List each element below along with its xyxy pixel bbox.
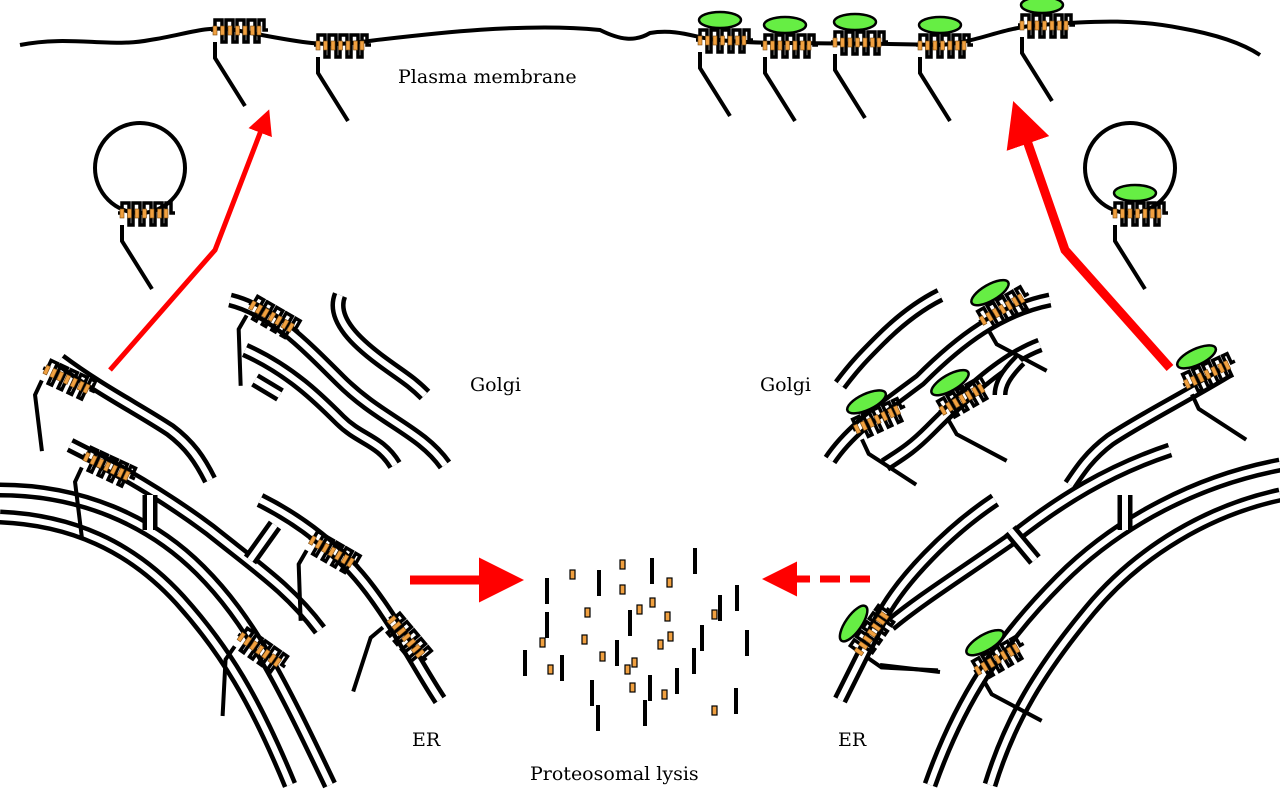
fragment-helix: [539, 637, 546, 648]
golgi-right-stacks: [823, 274, 1270, 502]
fragment-helix: [667, 631, 674, 642]
fragment-bar: [615, 640, 619, 666]
fragment-helix: [624, 664, 631, 675]
pm-receptor-with-ligand: [1016, 0, 1077, 103]
er-left: [0, 438, 447, 789]
fragment-bar: [643, 700, 647, 726]
fragment-bar: [545, 612, 549, 638]
fragment-helix: [711, 609, 718, 620]
label-er-right: ER: [838, 729, 867, 751]
fragment-helix: [581, 634, 588, 645]
fragment-helix: [547, 664, 554, 675]
fragment-helix: [649, 597, 656, 608]
fragment-helix: [569, 569, 576, 580]
fragment-helix: [631, 657, 638, 668]
label-golgi-right: Golgi: [760, 374, 811, 396]
fragment-helix: [636, 604, 643, 615]
pm-receptor-with-ligand: [694, 10, 755, 118]
vesicle-left: [93, 121, 187, 291]
fragment-helix: [584, 607, 591, 618]
fragment-bar: [545, 578, 549, 604]
proteosomal-lysis-fragments: [523, 548, 749, 731]
fragment-bar: [560, 655, 564, 681]
er-right: [833, 442, 1280, 788]
fragment-helix: [619, 559, 626, 570]
pm-receptor: [209, 18, 270, 108]
fragment-helix: [599, 651, 606, 662]
fragment-bar: [648, 675, 652, 701]
fragment-helix: [661, 689, 668, 700]
arrow-left-er-to-membrane: [108, 109, 272, 372]
pm-receptor-with-ligand: [914, 15, 975, 123]
label-proteosomal-lysis: Proteosomal lysis: [530, 763, 699, 785]
pm-receptor-with-ligand: [759, 15, 820, 123]
label-golgi-left: Golgi: [470, 374, 521, 396]
fragment-bar: [700, 625, 704, 651]
fragment-helix: [664, 611, 671, 622]
vesicle-right: [1083, 121, 1177, 291]
fragment-bar: [692, 648, 696, 674]
fragment-bar: [596, 705, 600, 731]
fragment-helix: [711, 705, 718, 716]
pm-receptor-with-ligand: [829, 12, 890, 120]
fragment-bar: [693, 548, 697, 574]
fragment-bar: [734, 688, 738, 714]
label-er-left: ER: [412, 729, 441, 751]
fragment-bar: [523, 650, 527, 676]
fragment-helix: [657, 639, 664, 650]
golgi-left-stacks: [9, 292, 452, 484]
fragment-bar: [597, 570, 601, 596]
fragment-helix: [619, 584, 626, 595]
label-plasma-membrane: Plasma membrane: [398, 66, 577, 88]
fragment-bar: [590, 680, 594, 706]
fragment-bar: [628, 610, 632, 636]
fragment-helix: [629, 682, 636, 693]
fragment-bar: [650, 558, 654, 584]
fragment-helix: [666, 577, 673, 588]
fragment-bar: [735, 585, 739, 611]
fragment-bar: [745, 630, 749, 656]
pm-receptor: [312, 33, 373, 123]
arrow-right-er-to-membrane: [1006, 100, 1174, 371]
fragment-bar: [718, 595, 722, 621]
fragment-bar: [675, 668, 679, 694]
